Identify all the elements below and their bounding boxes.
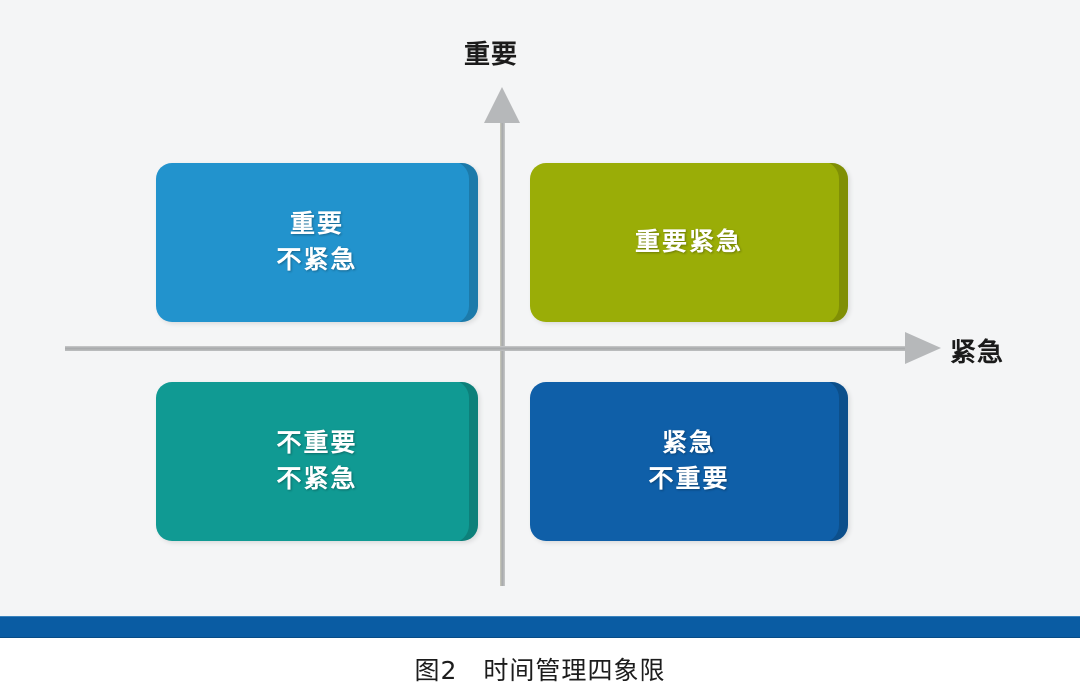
quadrant-urgent-not-important: 紧急 不重要 xyxy=(530,382,848,541)
arrow-right-icon xyxy=(905,332,941,364)
caption-area: 图2 时间管理四象限 xyxy=(0,638,1080,699)
quadrant-diagram-canvas: 重要 紧急 重要 不紧急 重要紧急 不重要 不紧急 紧急 不重要 xyxy=(65,39,1005,586)
quadrant-label-line1: 重要紧急 xyxy=(634,227,743,256)
quadrant-label-line2: 不重要 xyxy=(648,464,730,493)
x-axis-label: 紧急 xyxy=(950,337,1005,367)
quadrant-label-line1: 不重要 xyxy=(276,429,358,457)
arrow-up-icon xyxy=(484,87,520,123)
quadrant-label-line1: 重要 xyxy=(289,210,344,238)
figure-caption: 图2 时间管理四象限 xyxy=(414,655,666,685)
quadrant-label-line1: 紧急 xyxy=(661,429,716,457)
x-axis-line xyxy=(65,346,920,351)
y-axis-label: 重要 xyxy=(464,39,519,69)
footer-divider-bar xyxy=(0,616,1080,638)
quadrant-important-urgent: 重要紧急 xyxy=(530,163,848,322)
quadrant-important-not-urgent: 重要 不紧急 xyxy=(156,163,478,322)
quadrant-label-line2: 不紧急 xyxy=(276,464,358,493)
quadrant-label-line2: 不紧急 xyxy=(276,245,358,274)
quadrant-not-important-not-urgent: 不重要 不紧急 xyxy=(156,382,478,541)
